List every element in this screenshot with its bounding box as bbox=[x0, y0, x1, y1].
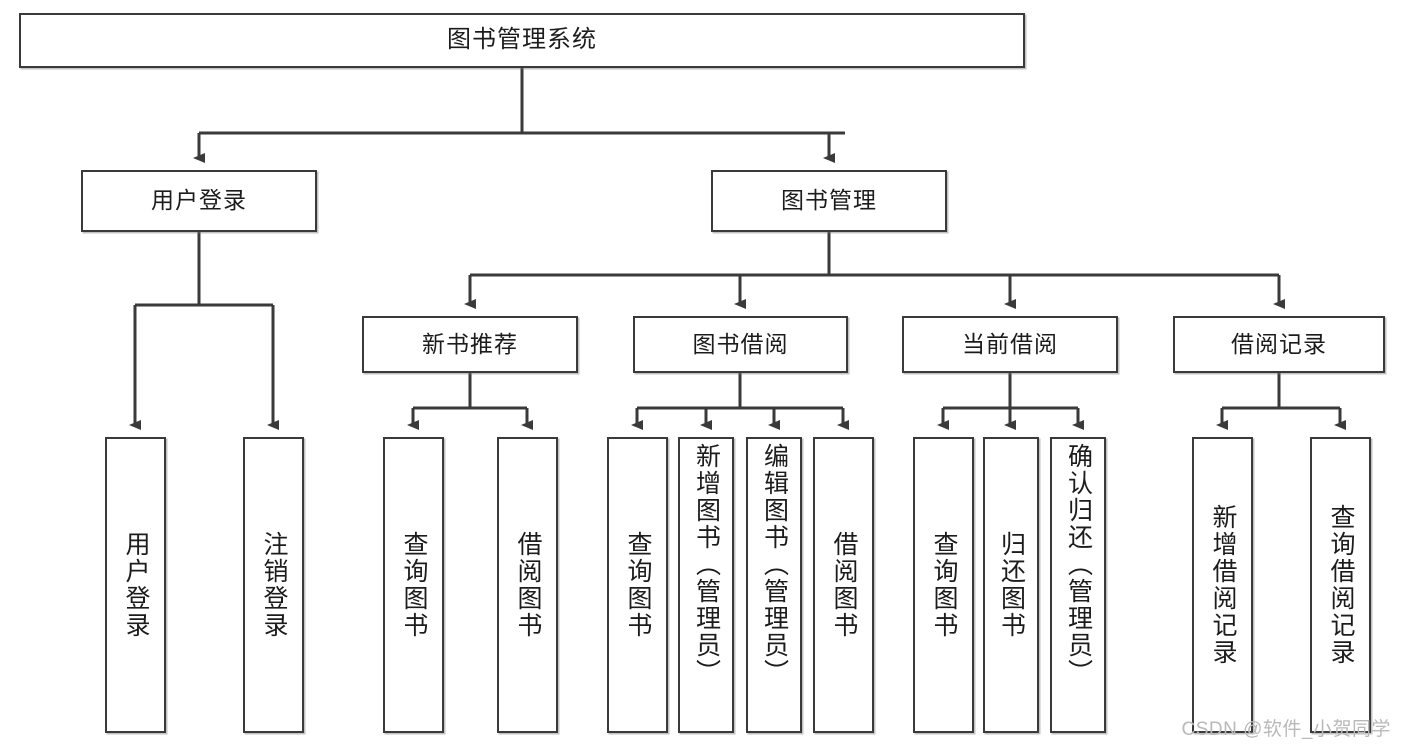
node-current-borrow[interactable]: 当前借阅 bbox=[902, 316, 1118, 373]
node-label: 新增借阅记录 bbox=[1209, 504, 1237, 666]
node-label: 注销登录 bbox=[260, 531, 288, 639]
node-label: 借阅记录 bbox=[1231, 330, 1327, 357]
node-label: 编辑图书（管理员） bbox=[760, 443, 789, 686]
node-label: 当前借阅 bbox=[962, 330, 1058, 357]
node-label: 图书借阅 bbox=[692, 330, 789, 357]
leaf-return-book[interactable]: 归还图书 bbox=[983, 437, 1039, 733]
leaf-confirm-return-admin[interactable]: 确认归还（管理员） bbox=[1050, 437, 1106, 733]
leaf-add-borrow-record[interactable]: 新增借阅记录 bbox=[1192, 437, 1253, 733]
node-user-login[interactable]: 用户登录 bbox=[81, 170, 317, 232]
node-label: 确认归还（管理员） bbox=[1064, 443, 1093, 686]
node-book-borrow[interactable]: 图书借阅 bbox=[633, 316, 848, 373]
node-label: 借阅图书 bbox=[830, 531, 858, 639]
node-label: 用户登录 bbox=[151, 187, 247, 214]
leaf-borrow-book[interactable]: 借阅图书 bbox=[813, 437, 874, 733]
node-book-management[interactable]: 图书管理 bbox=[711, 170, 947, 232]
leaf-query-book-borrow[interactable]: 查询图书 bbox=[607, 437, 668, 733]
node-label: 用户登录 bbox=[122, 531, 150, 639]
node-label: 归还图书 bbox=[997, 531, 1026, 639]
node-label: 图书管理 bbox=[781, 187, 877, 214]
leaf-edit-book-admin[interactable]: 编辑图书（管理员） bbox=[746, 437, 802, 733]
csdn-watermark: CSDN @软件_小贺同学 bbox=[1181, 719, 1391, 740]
node-label: 查询借阅记录 bbox=[1327, 504, 1355, 666]
leaf-logout[interactable]: 注销登录 bbox=[243, 437, 304, 733]
node-label: 查询图书 bbox=[624, 531, 652, 639]
leaf-query-borrow-record[interactable]: 查询借阅记录 bbox=[1310, 437, 1371, 733]
node-label: 查询图书 bbox=[400, 531, 428, 639]
leaf-borrow-book-recommend[interactable]: 借阅图书 bbox=[497, 437, 558, 733]
node-borrow-record[interactable]: 借阅记录 bbox=[1173, 316, 1385, 373]
leaf-add-book-admin[interactable]: 新增图书（管理员） bbox=[678, 437, 734, 733]
leaf-query-book-current[interactable]: 查询图书 bbox=[913, 437, 974, 733]
node-label: 查询图书 bbox=[930, 531, 958, 639]
node-label: 借阅图书 bbox=[514, 531, 542, 639]
leaf-user-login[interactable]: 用户登录 bbox=[105, 437, 166, 733]
node-root-system[interactable]: 图书管理系统 bbox=[19, 13, 1025, 68]
node-label: 新增图书（管理员） bbox=[692, 443, 721, 686]
leaf-query-book-recommend[interactable]: 查询图书 bbox=[383, 437, 444, 733]
node-label: 图书管理系统 bbox=[447, 26, 597, 54]
node-label: 新书推荐 bbox=[422, 330, 518, 357]
node-new-book-recommend[interactable]: 新书推荐 bbox=[362, 316, 578, 373]
